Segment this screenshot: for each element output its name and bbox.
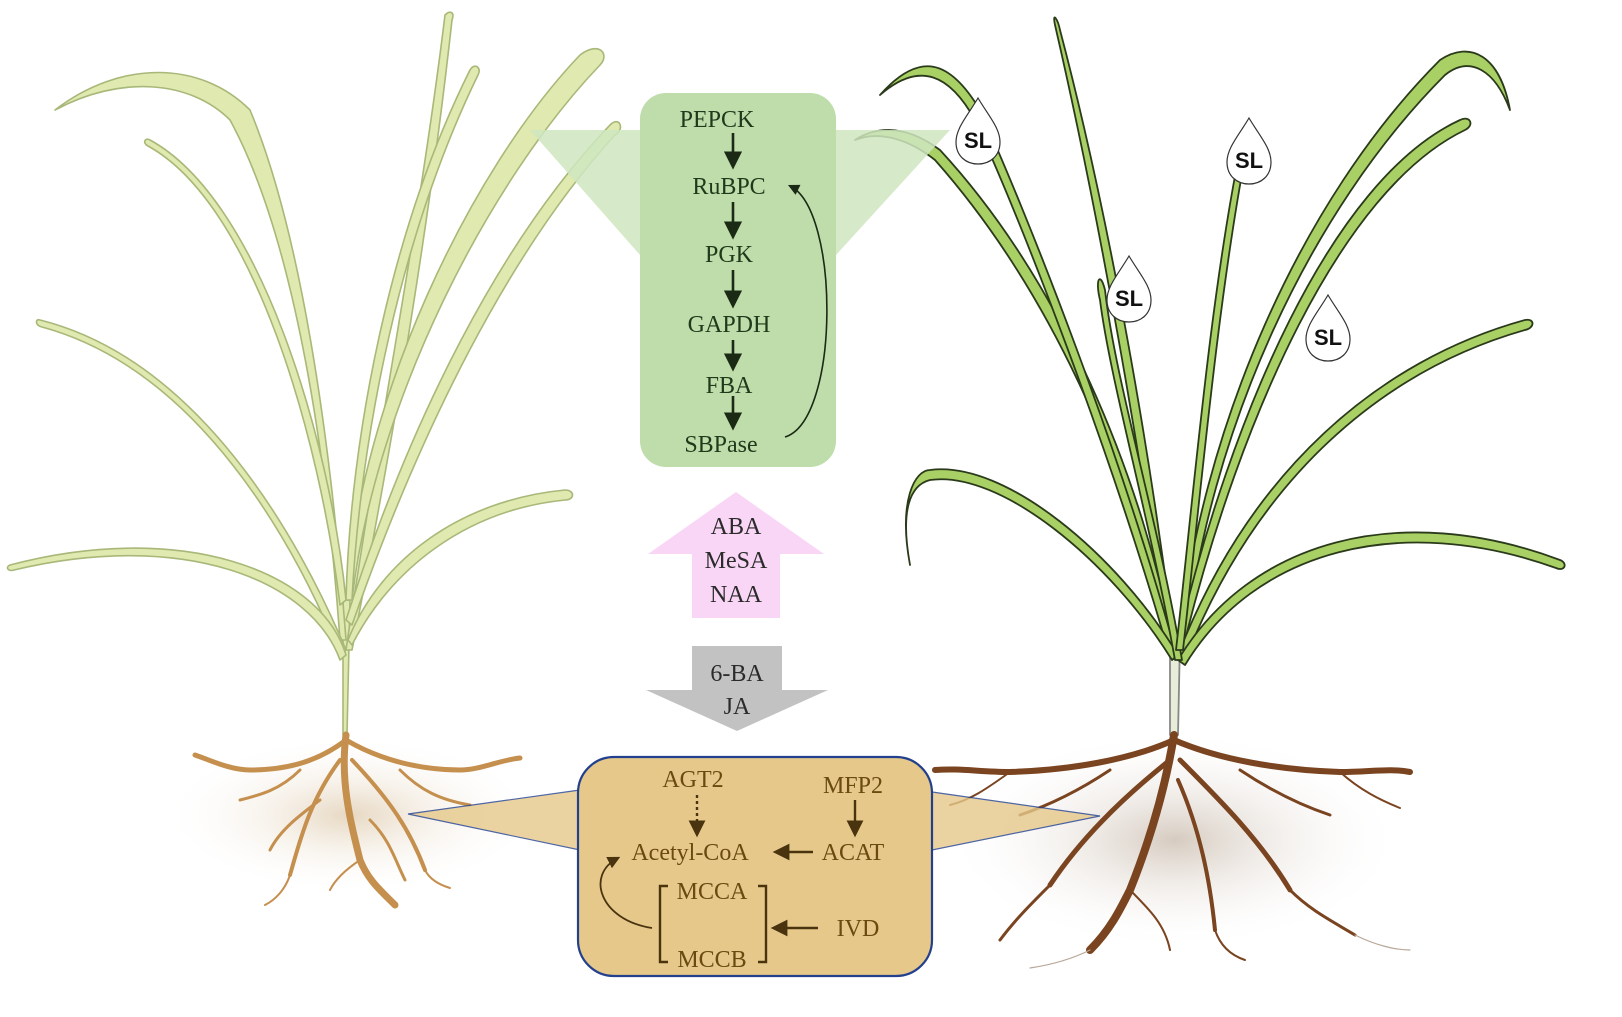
stressed-plant-roots (192, 731, 523, 909)
leaf-pathway-arrows (723, 133, 828, 438)
pathway-node-agt2: AGT2 (662, 767, 723, 793)
stressed-plant-leaves (6, 11, 622, 736)
droplet-icon (1106, 254, 1152, 323)
pathway-node-pgk: PGK (705, 242, 754, 268)
hormone-naa: NAA (710, 582, 763, 608)
pathway-node-ivd: IVD (837, 916, 880, 942)
mcc-bracket-right (758, 884, 768, 964)
sl-label: SL (1314, 325, 1342, 350)
sl-droplet-1: SL (955, 96, 1001, 165)
healthy-plant-leaves (854, 16, 1566, 736)
hormone-aba: ABA (711, 514, 762, 540)
down-arrow-shape (646, 646, 828, 731)
pathway-node-acetyl-coa: Acetyl-CoA (631, 840, 749, 866)
root-pathway-arrows (599, 795, 864, 964)
pathway-node-sbpase: SBPase (684, 432, 757, 458)
downregulated-hormones: 6-BA JA (646, 646, 828, 731)
arrow-sbpase-rubpc-loop (784, 184, 828, 438)
upregulated-hormones: ABA MeSA NAA (648, 492, 824, 618)
stressed-plant (6, 11, 622, 909)
sl-label: SL (964, 128, 992, 153)
arrow-mcc-acetyl-coa-loop (599, 856, 653, 929)
droplet-icon (955, 96, 1001, 165)
root-pathway: AGT2 MFP2 Acetyl-CoA ACAT MCCA MCCB IVD (407, 755, 1101, 978)
leaf-pathway: PEPCK RuBPC PGK GAPDH FBA SBPase (530, 93, 950, 467)
sl-droplet-2: SL (1226, 116, 1272, 185)
healthy-plant-roots (932, 731, 1413, 969)
mcc-bracket-left (658, 884, 668, 964)
healthy-root-shade (945, 730, 1405, 950)
healthy-plant: SL SL SL SL (854, 16, 1566, 969)
leaf-pathway-box (640, 93, 836, 467)
pathway-node-rubpc: RuBPC (692, 174, 765, 200)
hormone-mesa: MeSA (705, 548, 768, 574)
pathway-node-pepck: PEPCK (680, 107, 755, 133)
sl-droplet-3: SL (1106, 254, 1152, 323)
sl-droplet-4: SL (1305, 293, 1351, 362)
droplet-icon (1305, 293, 1351, 362)
hormone-ja: JA (724, 694, 751, 720)
pathway-node-fba: FBA (706, 373, 753, 399)
pathway-node-mfp2: MFP2 (823, 773, 883, 799)
pathway-node-acat: ACAT (822, 840, 885, 866)
hormone-6ba: 6-BA (710, 661, 764, 687)
sl-label: SL (1235, 148, 1263, 173)
sl-label: SL (1115, 286, 1143, 311)
pathway-node-gapdh: GAPDH (688, 312, 771, 338)
up-arrow-shape (648, 492, 824, 618)
root-pathway-box (576, 755, 934, 978)
pathway-node-mcca: MCCA (677, 879, 748, 905)
droplet-icon (1226, 116, 1272, 185)
pathway-node-mccb: MCCB (677, 947, 746, 973)
